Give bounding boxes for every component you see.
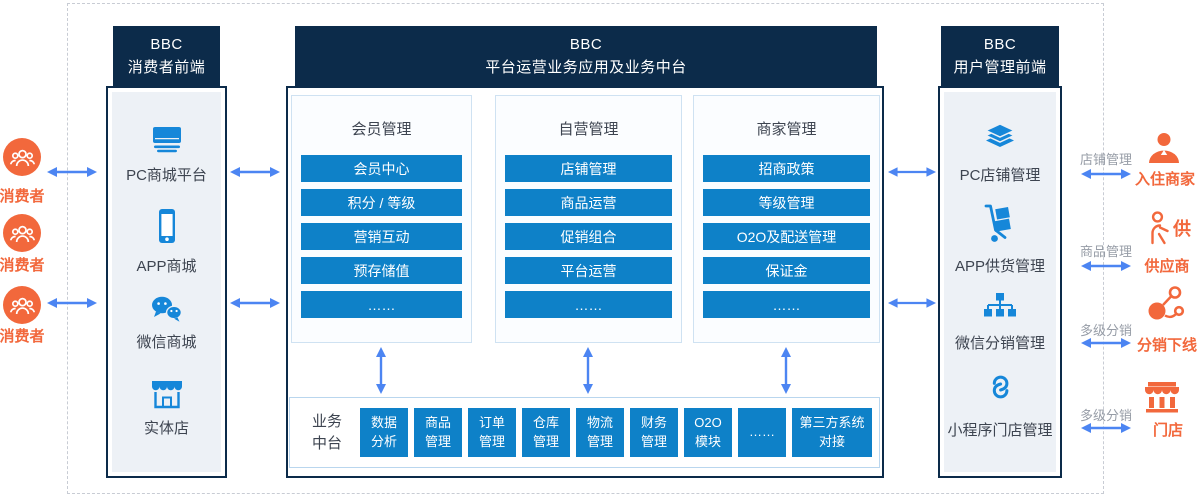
platform-operation-button: 平台运营 xyxy=(505,257,672,284)
consumer-label: 消费者 xyxy=(0,257,45,274)
double-arrow-icon xyxy=(47,167,97,177)
app-mall-label: APP商城 xyxy=(136,258,197,275)
distribution-downline-label: 分销下线 xyxy=(1136,337,1197,354)
investment-policy-button: 招商政策 xyxy=(703,155,870,182)
order-management-module: 订单 管理 xyxy=(468,408,516,457)
desktop-icon xyxy=(106,124,227,154)
consumer-label: 消费者 xyxy=(0,188,45,205)
supplier-icon-char: 供 xyxy=(1173,219,1191,239)
business-middle-platform-label: 业务 中台 xyxy=(311,412,342,452)
double-arrow-icon xyxy=(47,298,97,308)
deposit-button: 保证金 xyxy=(703,257,870,284)
self-operated-management-column: 自营管理 店铺管理 商品运营 促销组合 平台运营 …… xyxy=(495,95,682,343)
pc-store-management-label: PC店铺管理 xyxy=(959,167,1041,184)
third-party-integration-module: 第三方系统 对接 xyxy=(792,408,872,457)
merchant-icon xyxy=(1145,130,1183,168)
member-management-column: 会员管理 会员中心 积分 / 等级 营销互动 预存储值 …… xyxy=(291,95,472,343)
level-management-button: 等级管理 xyxy=(703,189,870,216)
miniprogram-icon xyxy=(938,370,1062,404)
vertical-double-arrow-icon xyxy=(781,347,791,394)
double-arrow-icon xyxy=(230,167,280,177)
o2o-module: O2O 模块 xyxy=(684,408,732,457)
wechat-mall-label: 微信商城 xyxy=(136,334,197,351)
column-title: 自营管理 xyxy=(558,121,619,138)
consumer-avatar xyxy=(3,214,41,252)
platform-middle-office-header: BBC 平台运营业务应用及业务中台 xyxy=(295,26,877,86)
product-management-module: 商品 管理 xyxy=(414,408,462,457)
double-arrow-icon xyxy=(230,298,280,308)
product-operation-button: 商品运营 xyxy=(505,189,672,216)
supplier-label: 供应商 xyxy=(1144,258,1190,275)
network-icon xyxy=(1146,283,1186,327)
user-management-frontend-panel xyxy=(938,86,1062,478)
vertical-double-arrow-icon xyxy=(583,347,593,394)
consumers-icon xyxy=(9,225,35,242)
consumer-label: 消费者 xyxy=(0,328,45,345)
vertical-double-arrow-icon xyxy=(376,347,386,394)
prestored-value-button: 预存储值 xyxy=(301,257,462,284)
smartphone-icon xyxy=(106,208,227,244)
warehouse-management-module: 仓库 管理 xyxy=(522,408,570,457)
relation-label-multilevel-distribution: 多级分销 xyxy=(1080,408,1133,423)
consumers-icon xyxy=(9,297,35,314)
data-analysis-module: 数据 分析 xyxy=(360,408,408,457)
physical-shop-label: 门店 xyxy=(1152,422,1183,439)
relation-label-store-management: 店铺管理 xyxy=(1080,152,1133,167)
double-arrow-icon xyxy=(1081,338,1131,348)
ellipsis-button: …… xyxy=(301,291,462,318)
double-arrow-icon xyxy=(1081,423,1131,433)
double-arrow-icon xyxy=(1081,169,1131,179)
double-arrow-icon xyxy=(1081,261,1131,271)
storefront-icon xyxy=(106,378,227,409)
store-management-button: 店铺管理 xyxy=(505,155,672,182)
user-management-frontend-header: BBC 用户管理前端 xyxy=(941,26,1059,86)
double-arrow-icon xyxy=(887,298,937,308)
wechat-icon xyxy=(106,294,227,324)
column-title: 会员管理 xyxy=(351,121,412,138)
double-arrow-icon xyxy=(887,167,937,177)
relation-label-multilevel-distribution: 多级分销 xyxy=(1080,323,1133,338)
wechat-distribution-management-label: 微信分销管理 xyxy=(954,335,1045,352)
consumer-avatar xyxy=(3,138,41,176)
miniprogram-store-management-label: 小程序门店管理 xyxy=(947,422,1053,439)
physical-store-label: 实体店 xyxy=(143,420,189,437)
merchant-management-column: 商家管理 招商政策 等级管理 O2O及配送管理 保证金 …… xyxy=(693,95,880,343)
layers-icon xyxy=(938,122,1062,151)
ellipsis-button: …… xyxy=(703,291,870,318)
business-middle-platform-row: 业务 中台 数据 分析 商品 管理 订单 管理 仓库 管理 物流 管理 财务 管… xyxy=(289,397,880,468)
consumer-frontend-panel-bg xyxy=(112,92,221,472)
relation-label-product-management: 商品管理 xyxy=(1080,244,1133,259)
column-title: 商家管理 xyxy=(756,121,817,138)
ellipsis-button: …… xyxy=(505,291,672,318)
pc-mall-label: PC商城平台 xyxy=(126,167,207,184)
dashed-boundary xyxy=(67,3,1104,494)
hierarchy-icon xyxy=(938,292,1062,322)
finance-management-module: 财务 管理 xyxy=(630,408,678,457)
shop-icon xyxy=(1140,380,1184,416)
points-level-button: 积分 / 等级 xyxy=(301,189,462,216)
supplier-icon: 供 xyxy=(1146,209,1192,249)
trolley-icon xyxy=(938,203,1062,244)
o2o-delivery-button: O2O及配送管理 xyxy=(703,223,870,250)
ellipsis-module: …… xyxy=(738,408,786,457)
app-supply-management-label: APP供货管理 xyxy=(954,258,1045,275)
logistics-management-module: 物流 管理 xyxy=(576,408,624,457)
settled-merchant-label: 入住商家 xyxy=(1134,171,1195,188)
promotion-combo-button: 促销组合 xyxy=(505,223,672,250)
user-management-panel-bg xyxy=(944,92,1056,472)
consumer-frontend-header: BBC 消费者前端 xyxy=(113,26,220,86)
member-center-button: 会员中心 xyxy=(301,155,462,182)
consumer-avatar xyxy=(3,286,41,324)
marketing-interaction-button: 营销互动 xyxy=(301,223,462,250)
consumers-icon xyxy=(9,149,35,166)
